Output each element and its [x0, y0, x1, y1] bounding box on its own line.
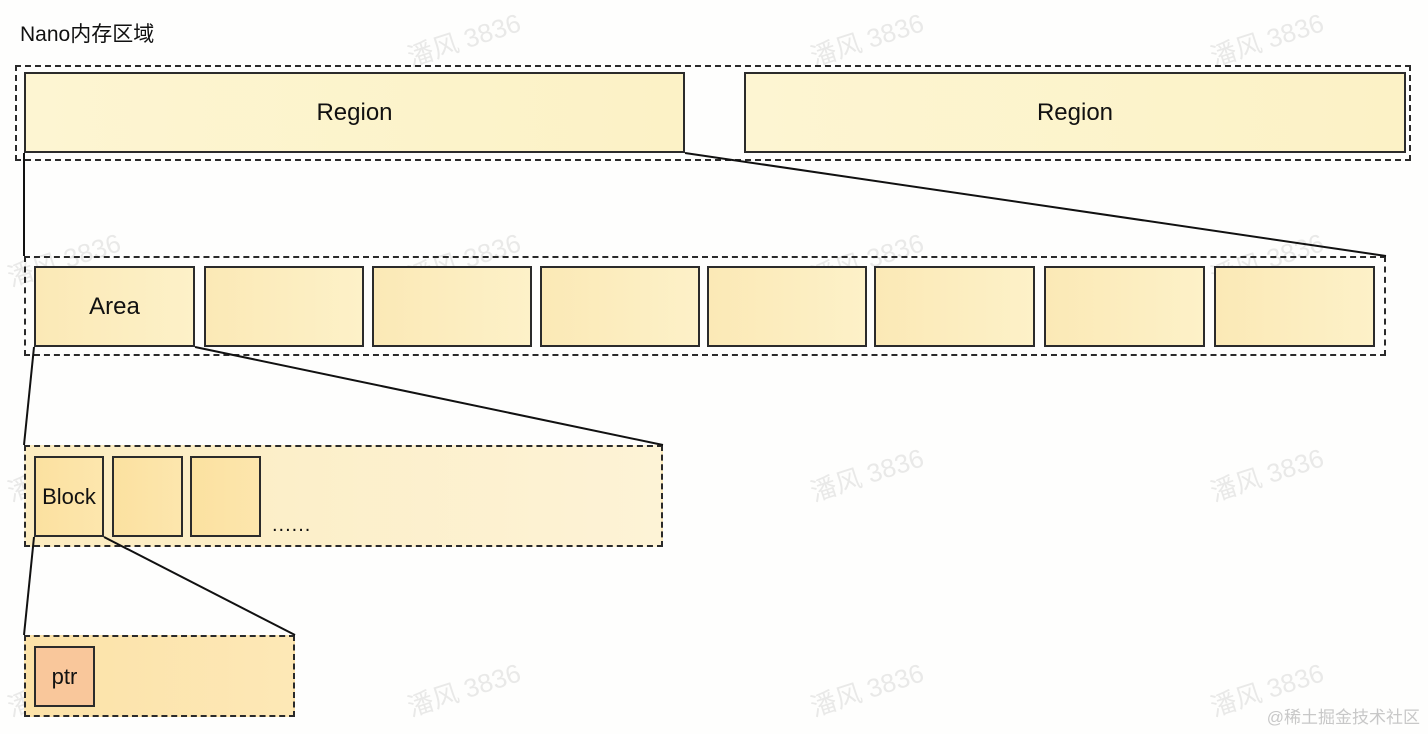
connector-line	[194, 346, 664, 446]
area-box	[1044, 266, 1205, 347]
block-box: Block	[34, 456, 104, 537]
area-box	[707, 266, 867, 347]
connector-line	[103, 536, 296, 636]
region-detail-container	[24, 256, 1386, 356]
area-box	[1214, 266, 1375, 347]
block-box	[190, 456, 261, 537]
more-blocks-ellipsis: ......	[272, 514, 312, 536]
area-box: Area	[34, 266, 195, 347]
block-label: Block	[42, 483, 96, 509]
site-credit: @稀土掘金技术社区	[1266, 708, 1420, 727]
region-label: Region	[316, 98, 393, 126]
area-box	[372, 266, 532, 347]
area-label: Area	[89, 292, 140, 320]
region-label: Region	[1036, 98, 1114, 126]
diagram-title: Nano内存区域	[20, 23, 155, 46]
area-box	[874, 266, 1035, 347]
area-box	[204, 266, 364, 347]
region-box-2: Region	[744, 72, 1406, 153]
nano-zone-container	[15, 65, 1411, 161]
area-box	[540, 266, 700, 347]
ptr-label: ptr	[51, 663, 78, 689]
region-box-1: Region	[24, 72, 685, 153]
ptr-box: ptr	[34, 646, 95, 707]
block-box	[112, 456, 183, 537]
connector-line	[23, 536, 35, 636]
connector-line	[684, 152, 1387, 257]
connector-line	[23, 346, 35, 446]
